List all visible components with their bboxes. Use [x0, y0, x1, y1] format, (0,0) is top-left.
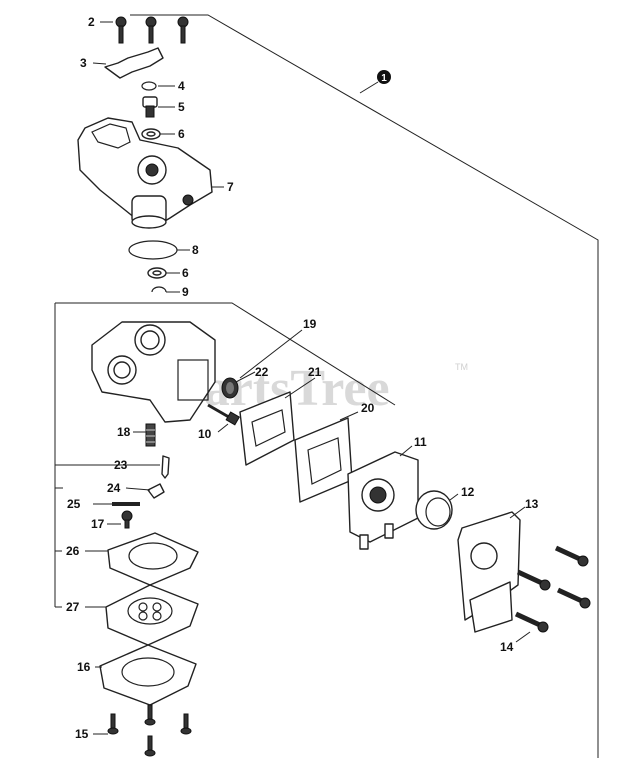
callout-13: 13	[525, 497, 539, 511]
part-5-needle[interactable]	[142, 96, 158, 118]
callout-14: 14	[500, 640, 514, 654]
callout-12: 12	[461, 485, 475, 499]
part-13-plate[interactable]	[457, 511, 521, 633]
part-12-primer-bulb[interactable]	[415, 490, 453, 530]
callout-15: 15	[75, 727, 89, 741]
part-8-o-ring[interactable]	[128, 240, 178, 260]
callout-27: 27	[66, 600, 80, 614]
part-4-spring[interactable]	[141, 81, 157, 91]
callout-22: 22	[255, 365, 269, 379]
callout-10: 10	[198, 427, 212, 441]
callout-8: 8	[192, 243, 199, 257]
callout-3: 3	[80, 56, 87, 70]
part-16-cover[interactable]	[99, 644, 197, 706]
callout-6b: 6	[182, 266, 189, 280]
part-14-screws[interactable]	[514, 545, 591, 633]
callout-24: 24	[107, 481, 121, 495]
part-15-screws[interactable]	[107, 704, 192, 757]
callout-23: 23	[114, 458, 128, 472]
callout-18: 18	[117, 425, 131, 439]
callout-5: 5	[178, 100, 185, 114]
part-3-lever[interactable]	[104, 47, 164, 79]
callout-19: 19	[303, 317, 317, 331]
part-6-washer-top[interactable]	[141, 128, 161, 140]
part-11-pump-cover[interactable]	[347, 451, 419, 550]
part-24-control-lever[interactable]	[147, 483, 165, 499]
part-26-gasket[interactable]	[107, 532, 199, 586]
part-17-screw[interactable]	[121, 510, 133, 529]
part-9-clip[interactable]	[151, 286, 167, 293]
callout-17: 17	[91, 517, 105, 531]
part-10-adjust-screw[interactable]	[207, 403, 241, 426]
callout-7: 7	[227, 180, 234, 194]
callout-11: 11	[414, 435, 427, 449]
leader-lines	[54, 21, 531, 735]
callout-9: 9	[182, 285, 189, 299]
watermark-trademark: TM	[455, 362, 468, 372]
part-7-body[interactable]	[77, 117, 213, 229]
part-6-washer-bottom[interactable]	[147, 267, 167, 279]
callout-4: 4	[178, 79, 185, 93]
part-22-plug[interactable]	[221, 377, 239, 399]
assembly-marker[interactable]: 1	[377, 70, 391, 84]
part-20-diaphragm[interactable]	[294, 417, 353, 503]
part-19-carburetor-body[interactable]	[91, 321, 216, 423]
assembly-boundary-top	[130, 14, 599, 758]
svg-text:1: 1	[381, 73, 387, 84]
callout-labels: 2 3 4 5 6 7 8 6 9 19 22 21 20 10 11 18 2…	[66, 15, 539, 741]
sub-assembly-boundary	[55, 302, 396, 406]
callout-16: 16	[77, 660, 91, 674]
callout-26: 26	[66, 544, 80, 558]
part-23-inlet-needle[interactable]	[161, 455, 170, 479]
callout-6: 6	[178, 127, 185, 141]
part-27-metering-diaphragm[interactable]	[105, 584, 199, 646]
part-18-spring[interactable]	[145, 423, 156, 447]
callout-25: 25	[67, 497, 81, 511]
callout-20: 20	[361, 401, 375, 415]
callout-2: 2	[88, 15, 95, 29]
callout-21: 21	[308, 365, 322, 379]
part-2-screws[interactable]	[115, 16, 189, 44]
